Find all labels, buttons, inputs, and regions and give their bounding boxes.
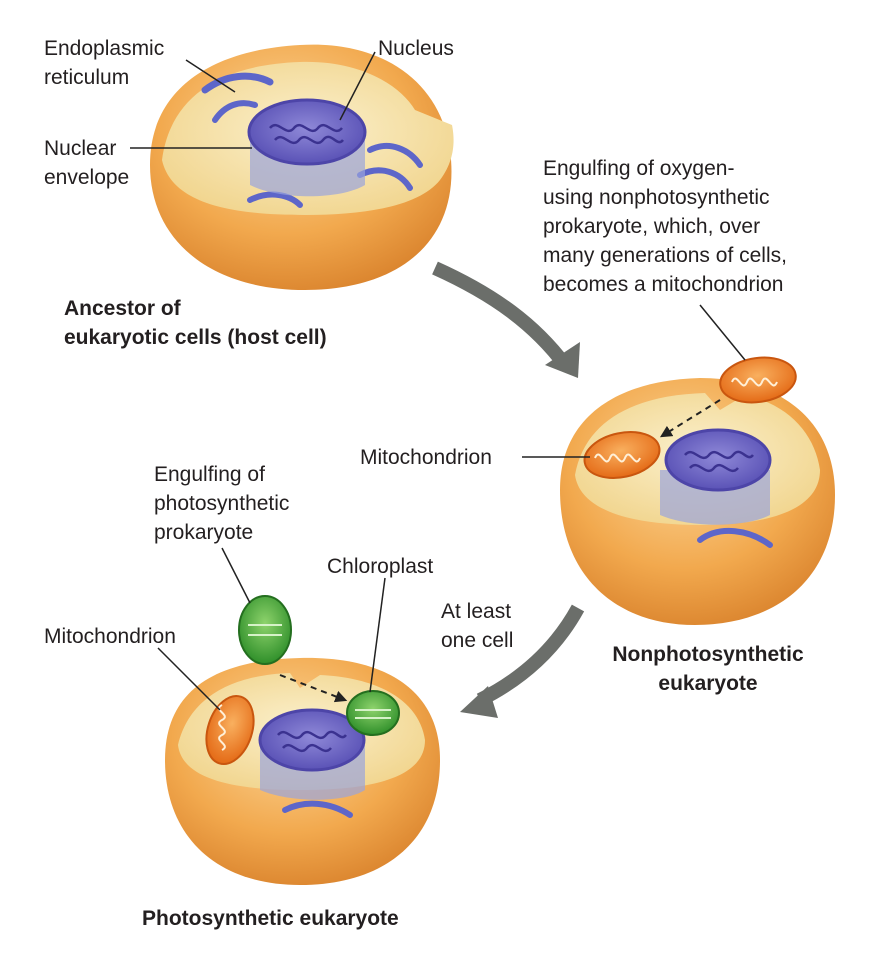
process-arrow-1 <box>432 261 571 370</box>
label-engulf-oxygen: Engulfing of oxygen- using nonphotosynth… <box>543 157 787 296</box>
title-ancestor: Ancestor of eukaryotic cells (host cell) <box>64 297 327 349</box>
title-photosynthetic: Photosynthetic eukaryote <box>142 907 399 930</box>
nonphotosynthetic-cell <box>560 378 835 625</box>
leader-chloroplast <box>369 577 386 693</box>
free-prokaryote-oxygen <box>719 356 797 404</box>
engulf-path-arrow-2 <box>279 674 348 703</box>
free-prokaryote-photosynthetic <box>238 595 292 665</box>
leader-nucleus <box>339 51 376 121</box>
label-chloroplast: Chloroplast <box>327 555 434 578</box>
ancestor-cell <box>150 44 454 291</box>
leader-er <box>185 59 236 93</box>
label-engulf-photo: Engulfing of photosynthetic prokaryote <box>154 463 290 544</box>
leader-engulf-photo <box>221 547 251 604</box>
title-nonphotosynthetic: Nonphotosynthetic eukaryote <box>612 643 804 695</box>
process-arrow-1-head <box>545 342 580 378</box>
label-nuclear-envelope: Nuclear envelope <box>44 137 130 189</box>
label-mitochondrion-1: Mitochondrion <box>360 446 492 469</box>
leader-mito-2 <box>157 647 221 711</box>
label-endoplasmic-reticulum: Endoplasmic reticulum <box>44 37 165 89</box>
engulf-path-arrow-1 <box>659 399 721 438</box>
label-at-least-one-cell: At least one cell <box>441 600 514 652</box>
label-nucleus: Nucleus <box>378 37 454 60</box>
photosynthetic-cell <box>165 657 440 885</box>
label-mitochondrion-2: Mitochondrion <box>44 625 176 648</box>
leader-engulf-oxygen <box>699 304 746 361</box>
process-arrow-2 <box>476 604 585 707</box>
process-arrow-2-head <box>460 686 498 718</box>
